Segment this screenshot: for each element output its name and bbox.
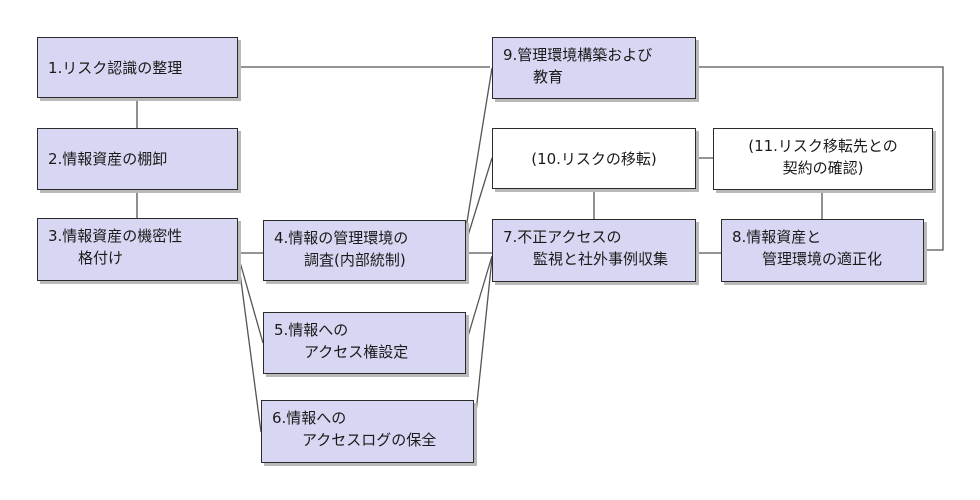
connector-4-10	[465, 157, 493, 243]
node-10-label: (10.リスクの移転)	[531, 149, 657, 168]
node-7: 7.不正アクセスの 監視と社外事例収集	[492, 219, 696, 282]
node-6: 6.情報への アクセスログの保全	[261, 400, 474, 463]
node-4-line1: 4.情報の管理環境の	[274, 229, 409, 247]
node-8-line2: 管理環境の適正化	[762, 250, 883, 268]
node-8-line1: 8.情報資産と	[732, 228, 822, 246]
node-6-line2: アクセスログの保全	[302, 431, 437, 449]
node-10: (10.リスクの移転)	[492, 128, 696, 189]
node-7-line2: 監視と社外事例収集	[533, 250, 669, 268]
node-5-line2: アクセス権設定	[304, 343, 409, 361]
node-7-line1: 7.不正アクセスの	[503, 228, 622, 246]
node-9-line2: 教育	[533, 68, 564, 86]
node-4: 4.情報の管理環境の 調査(内部統制)	[263, 220, 466, 281]
connector-9-8	[696, 66, 944, 251]
node-5-line1: 5.情報への	[274, 321, 349, 339]
node-3-line1: 3.情報資産の機密性	[48, 227, 183, 245]
connector-6-7	[473, 257, 493, 433]
node-2: 2.情報資産の棚卸	[37, 128, 238, 190]
node-3: 3.情報資産の機密性 格付け	[37, 218, 238, 281]
node-4-line2: 調査(内部統制)	[304, 251, 406, 269]
node-1-label: 1.リスク認識の整理	[48, 58, 183, 77]
node-11-line2: 契約の確認)	[782, 159, 864, 177]
connector-3-6	[237, 257, 262, 433]
node-9-line1: 9.管理環境構築および	[503, 46, 653, 64]
node-5: 5.情報への アクセス権設定	[263, 312, 466, 374]
node-11-line1: (11.リスク移転先との	[748, 137, 898, 155]
node-6-line1: 6.情報への	[272, 409, 347, 427]
node-8: 8.情報資産と 管理環境の適正化	[721, 219, 924, 282]
connector-4-9	[465, 67, 493, 229]
node-11: (11.リスク移転先との 契約の確認)	[713, 128, 933, 190]
node-2-label: 2.情報資産の棚卸	[48, 150, 168, 168]
connector-5-7	[465, 255, 493, 344]
connector-3-5	[237, 254, 264, 344]
node-3-line2: 格付け	[78, 249, 124, 267]
node-1: 1.リスク認識の整理	[37, 37, 238, 98]
node-9: 9.管理環境構築および 教育	[492, 37, 696, 99]
